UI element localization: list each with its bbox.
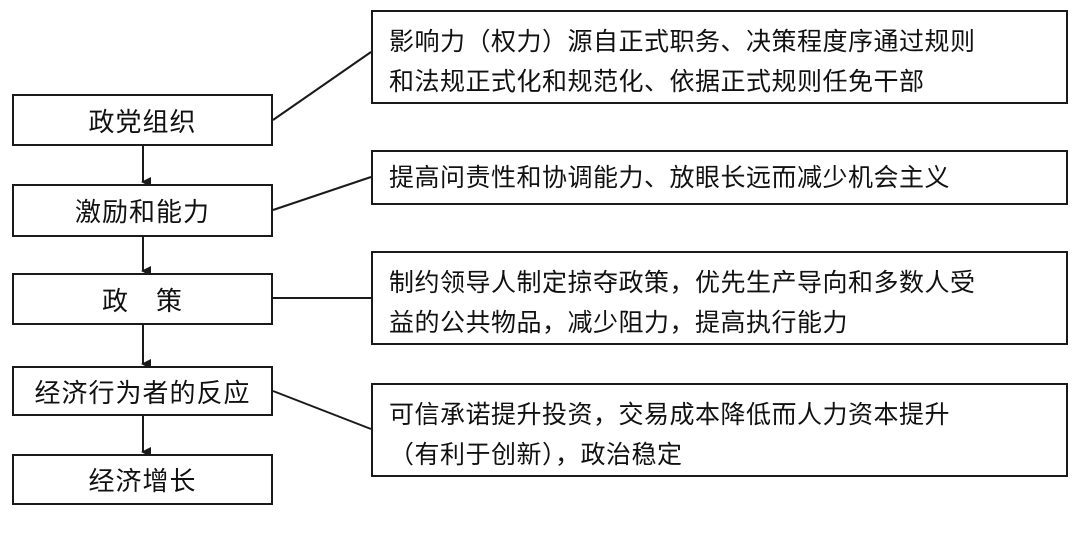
stage-incentives-capacity: 激励和能力 (12, 184, 273, 237)
stage-party-organization-label: 政党组织 (88, 107, 197, 138)
note-commitment: 可信承诺提升投资，交易成本降低而人力资本提升 （有利于创新），政治稳定 (371, 383, 1068, 477)
note-constraint-line-2: 益的公共物品，减少阻力，提高执行能力 (389, 308, 849, 337)
note-accountability: 提高问责性和协调能力、放眼长远而减少机会主义 (371, 150, 1068, 205)
note-influence-line-1: 影响力（权力）源自正式职务、决策程度序通过规则 (389, 27, 976, 56)
note-commitment-line-1: 可信承诺提升投资，交易成本降低而人力资本提升 (389, 400, 951, 429)
note-constraint-line-1: 制约领导人制定掠夺政策，优先生产导向和多数人受 (389, 268, 976, 297)
note-influence-line-2: 和法规正式化和规范化、依据正式规则任免干部 (389, 67, 925, 96)
note-accountability-line-1: 提高问责性和协调能力、放眼长远而减少机会主义 (389, 163, 951, 192)
note-influence: 影响力（权力）源自正式职务、决策程度序通过规则 和法规正式化和规范化、依据正式规… (371, 10, 1068, 104)
stage-economic-growth-label: 经济增长 (88, 467, 197, 497)
stage-party-organization: 政党组织 (12, 94, 273, 146)
stage-policy-label: 政 策 (101, 286, 183, 317)
stage-economic-growth: 经济增长 (12, 454, 273, 505)
connector-response-to-commitment (272, 390, 372, 430)
stage-policy: 政 策 (12, 273, 273, 325)
stage-incentives-capacity-label: 激励和能力 (74, 198, 210, 228)
note-commitment-line-2: （有利于创新），政治稳定 (389, 440, 683, 469)
note-constraint: 制约领导人制定掠夺政策，优先生产导向和多数人受 益的公共物品，减少阻力，提高执行… (371, 251, 1068, 345)
connector-incentives-to-accountability (272, 176, 372, 211)
stage-economic-actor-response-label: 经济行为者的反应 (34, 378, 251, 409)
stage-economic-actor-response: 经济行为者的反应 (12, 366, 273, 416)
connector-party-to-influence (272, 51, 372, 121)
